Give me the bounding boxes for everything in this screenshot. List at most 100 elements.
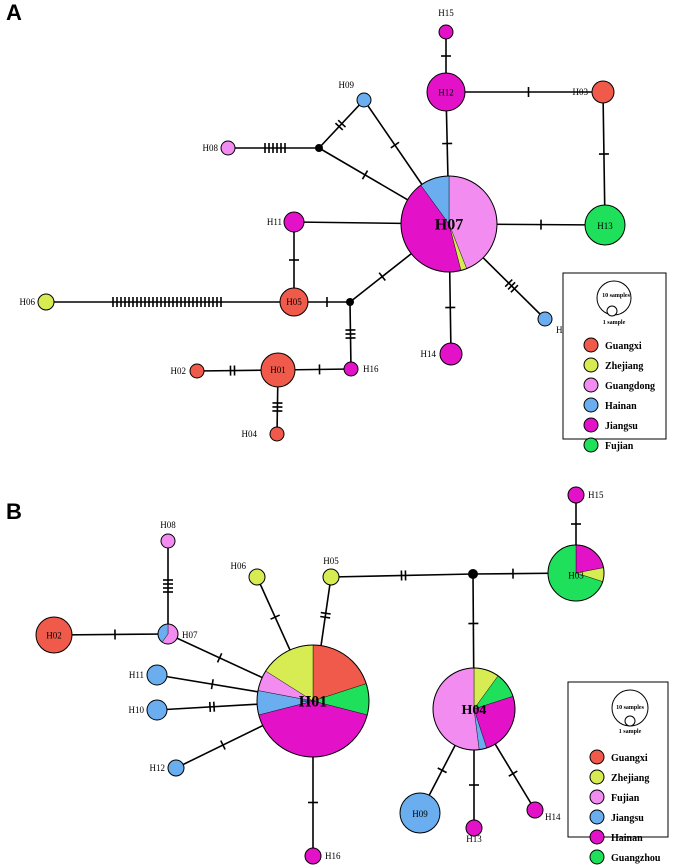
haplotype-circle — [584, 204, 626, 246]
haplotype-circle — [465, 819, 483, 837]
haplotype-node-h02: H02 — [171, 363, 205, 379]
legend-item: Guangxi — [583, 337, 642, 353]
mutation-tick — [320, 611, 331, 615]
mutation-tick — [390, 141, 400, 149]
legend-item: Hainan — [583, 397, 637, 413]
haplotype-outline — [400, 175, 498, 273]
haplotype-circle — [304, 847, 322, 865]
legend-label: Jiangsu — [611, 813, 644, 824]
network-edge — [598, 91, 609, 226]
haplotype-circle — [526, 801, 544, 819]
legend-items: GuangxiZhejiangFujianJiangsuHainanGuangz… — [589, 749, 661, 865]
network-edge — [46, 297, 294, 307]
haplotype-label: H05 — [286, 297, 302, 307]
mutation-tick — [437, 767, 447, 774]
haplotype-label: H15 — [588, 490, 604, 500]
median-vector-node — [315, 144, 323, 152]
haplotype-outline — [256, 644, 370, 758]
haplotype-label: H14 — [545, 812, 561, 822]
legend-label: Fujian — [611, 793, 640, 804]
panel-a: A H07H15H12H03H13H09H08H11H06H05H10H14H1… — [6, 0, 667, 453]
haplotype-label: H05 — [323, 556, 339, 566]
haplotype-node-h12: H12 — [150, 759, 185, 777]
haplotype-node-h04: H04 — [242, 426, 285, 442]
haplotype-node-h06: H06 — [20, 293, 55, 311]
haplotype-label: H12 — [150, 763, 166, 773]
haplotype-circle — [248, 568, 266, 586]
haplotype-node-h15: H15 — [438, 8, 454, 40]
haplotype-label: H13 — [466, 834, 482, 844]
legend-item: Fujian — [589, 789, 640, 805]
haplotype-circle — [37, 293, 55, 311]
legend-swatch — [583, 417, 599, 433]
legend-swatch — [583, 397, 599, 413]
haplotype-node-h04: H04 — [432, 667, 516, 751]
haplotype-circle — [189, 363, 205, 379]
panel-a-edges — [46, 32, 609, 435]
network-edge — [163, 541, 173, 634]
haplotype-node-h13: H13 — [584, 204, 626, 246]
haplotype-node-h07: H07 — [400, 175, 498, 273]
haplotype-label: H02 — [46, 631, 62, 641]
haplotype-label: H03 — [568, 570, 584, 580]
legend-item: Jiangsu — [589, 809, 644, 825]
haplotype-circle — [220, 140, 236, 156]
haplotype-label: H09 — [339, 80, 355, 90]
haplotype-node-h03: H03 — [547, 544, 605, 602]
haplotype-circle — [160, 533, 176, 549]
legend-swatch — [583, 377, 599, 393]
haplotype-circle — [438, 24, 454, 40]
mutation-tick — [212, 701, 216, 712]
panel-a-letter: A — [6, 0, 22, 25]
panel-a-legend: 10 samples 1 sample GuangxiZhejiangGuang… — [562, 272, 667, 453]
haplotype-outline — [547, 544, 605, 602]
haplotype-node-h05: H05 — [322, 556, 340, 586]
haplotype-label: H08 — [160, 520, 176, 530]
haplotype-label: H08 — [203, 143, 219, 153]
haplotype-node-h01: H01 — [260, 352, 296, 388]
haplotype-node-h05: H05 — [279, 287, 309, 317]
mutation-tick — [334, 122, 344, 131]
haplotype-node-h11: H11 — [129, 664, 168, 686]
haplotype-circle — [322, 568, 340, 586]
legend-item: Jiangsu — [583, 417, 638, 433]
haplotype-node-h09: H09 — [339, 80, 372, 108]
legend-swatch — [583, 337, 599, 353]
legend-label: Guangxi — [611, 753, 648, 764]
haplotype-circle — [399, 792, 441, 834]
haplotype-label: H01 — [270, 365, 286, 375]
legend-swatch — [589, 749, 605, 765]
legend-item: Guangdong — [583, 377, 655, 393]
haplotype-label: H04 — [242, 429, 258, 439]
haplotype-label: H10 — [129, 705, 145, 715]
haplotype-label: H07 — [182, 630, 198, 640]
haplotype-label: H07 — [435, 217, 463, 234]
haplotype-label: H06 — [20, 297, 36, 307]
legend-label: Guangxi — [605, 341, 642, 352]
legend-swatch — [589, 849, 605, 865]
mutation-tick — [510, 284, 519, 293]
haplotype-node-h03: H03 — [573, 80, 615, 104]
haplotype-node-h08: H08 — [160, 520, 176, 549]
legend-scale-large-label: 10 samples — [616, 705, 645, 711]
legend-scale-circle-small — [624, 715, 636, 727]
panel-b-legend: 10 samples 1 sample GuangxiZhejiangFujia… — [567, 681, 669, 865]
haplotype-circle — [167, 759, 185, 777]
legend-label: Zhejiang — [611, 773, 649, 784]
haplotype-node-h14: H14 — [421, 342, 463, 366]
haplotype-circle — [269, 426, 285, 442]
haplotype-label: H16 — [363, 364, 379, 374]
haplotype-circle — [356, 92, 372, 108]
legend-item: Fujian — [583, 437, 634, 453]
haplotype-label: H01 — [299, 694, 327, 711]
haplotype-label: H11 — [267, 217, 282, 227]
haplotype-node-h16: H16 — [343, 361, 379, 377]
haplotype-label: H06 — [231, 561, 247, 571]
haplotype-label: H14 — [421, 349, 437, 359]
haplotype-node-h10: H10 — [129, 699, 168, 721]
haplotype-circle — [283, 211, 305, 233]
haplotype-node-h15: H15 — [567, 486, 604, 504]
haplotype-node-h01: H01 — [256, 644, 370, 758]
